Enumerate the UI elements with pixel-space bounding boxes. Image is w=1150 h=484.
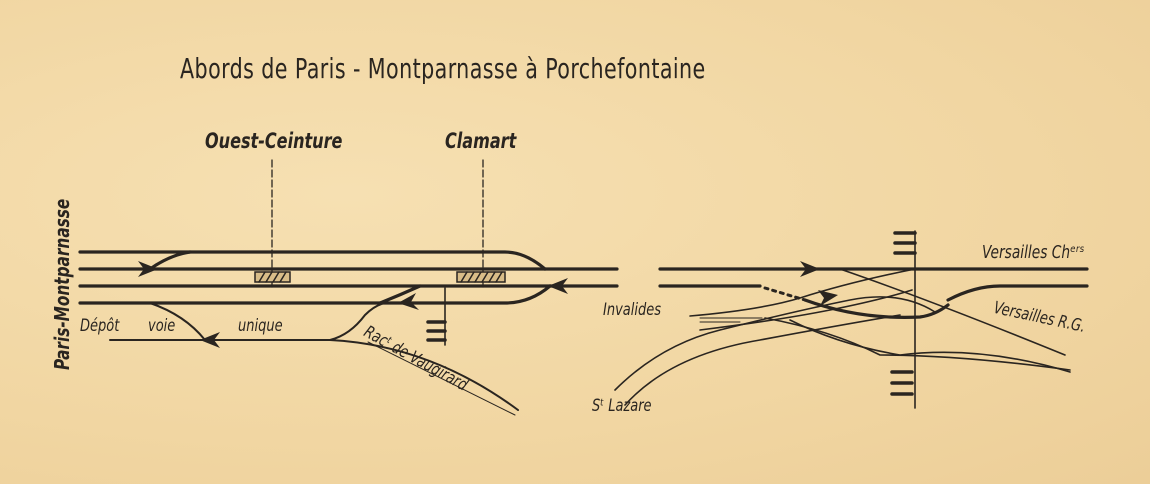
label-st-lazare: Sᵗ Lazare [592,396,652,416]
direction-arrows [138,261,838,348]
depot-line [109,302,519,411]
crossover-1 [148,250,192,271]
arrow-left-icon [548,278,568,294]
vaugirard-underline [367,341,516,416]
platforms [254,271,506,283]
vaugirard-line [329,339,519,411]
line-to-versailles-rg [839,268,1066,356]
label-unique: unique [238,316,283,336]
arrow-left-icon [398,293,419,310]
signal-right [890,230,917,409]
label-paris-montparnasse: Paris-Montparnasse [50,198,74,370]
line-st-lazare-2 [624,314,901,406]
label-ouest-ceinture: Ouest-Ceinture [205,129,343,153]
station-markers [271,159,484,291]
main-tracks-left [78,250,619,305]
crossover-2 [378,284,422,305]
diagram-title: Abords de Paris - Montparnasse à Porchef… [180,52,706,85]
invalides-underline [699,317,763,323]
signal-vaugirard [426,287,447,346]
label-depot: Dépôt [80,316,120,336]
line-cross [764,317,1071,371]
depot-branch [149,302,206,341]
line-invalides [689,268,916,317]
track-1 [78,250,547,271]
arrow-right-icon [138,261,158,277]
label-invalides: Invalides [603,300,661,320]
line-cross-2 [789,319,1071,373]
track-4 [78,284,552,305]
label-versailles-chantiers: Versailles Chᵉʳˢ [982,242,1085,263]
arrow-left-icon [200,332,220,348]
arrow-right-icon [818,290,838,306]
junction-lines [614,268,1071,406]
label-voie: voie [148,316,176,336]
label-clamart: Clamart [445,129,517,153]
line-st-lazare-1 [614,296,936,391]
vaugirard-link [329,302,386,341]
